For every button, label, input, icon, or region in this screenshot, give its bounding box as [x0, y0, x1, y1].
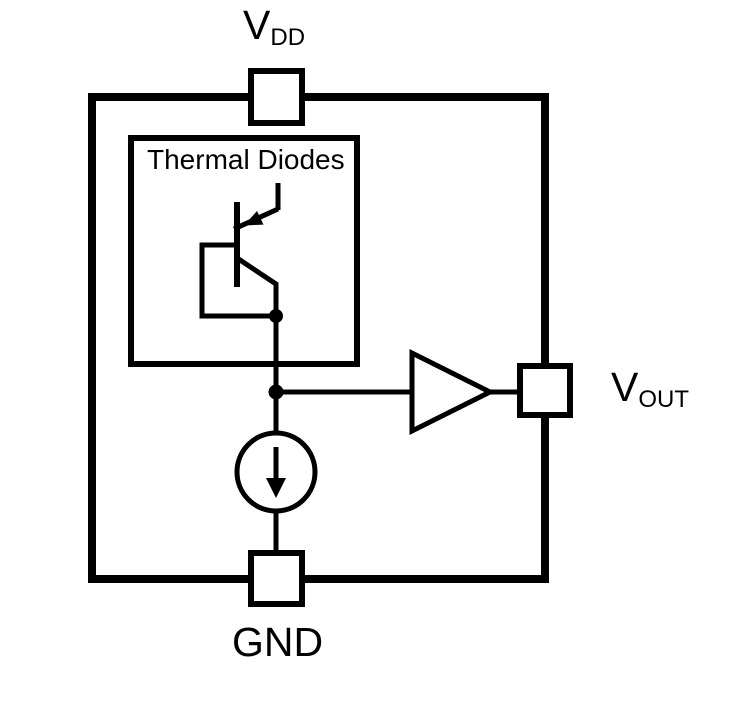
thermal-diodes-box — [128, 135, 360, 367]
transistor-emitter-arrowhead — [244, 211, 264, 226]
vdd-pad — [248, 68, 305, 126]
transistor-base-collector-tie — [199, 242, 272, 319]
vdd-label-main: V — [243, 2, 271, 48]
gnd-label: GND — [232, 619, 324, 665]
vdd-label-subscript: DD — [270, 24, 306, 51]
vout-label: VOUT — [611, 367, 689, 412]
current-source-arrowhead — [266, 478, 286, 498]
vdd-label: VDD — [243, 5, 305, 50]
vout-label-main: V — [611, 364, 639, 410]
buffer-amplifier-triangle — [409, 348, 496, 436]
vout-pad — [517, 363, 573, 418]
thermal-diodes-title: Thermal Diodes — [147, 144, 345, 175]
transistor-collector — [235, 255, 279, 318]
chip-outline — [88, 93, 549, 583]
gnd-pad — [248, 550, 305, 607]
vout-label-subscript: OUT — [638, 386, 690, 413]
